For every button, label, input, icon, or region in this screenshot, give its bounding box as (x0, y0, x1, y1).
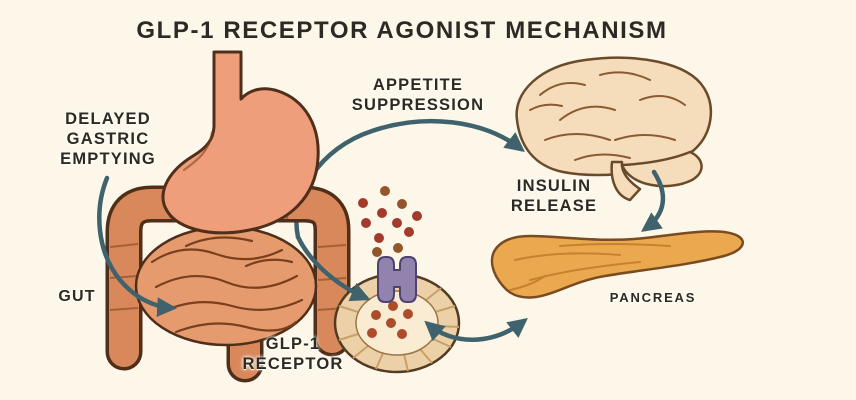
label-pancreas: PANCREAS (609, 290, 697, 305)
cell-circle (333, 272, 461, 374)
pancreas-illustration (490, 230, 744, 299)
arrow-arc-into-receptor (295, 234, 371, 302)
page-title: GLP-1 RECEPTOR AGONIST MECHANISM (136, 17, 668, 44)
glp1-molecule-dots-inside (367, 301, 413, 339)
arrow-brain-to-pancreas (640, 169, 666, 232)
glp1-molecule-dots (358, 186, 422, 257)
label-line: RELEASE (510, 197, 598, 215)
label-line: INSULIN (516, 177, 592, 195)
label-line: APPETITE (372, 76, 464, 94)
label-insulin-release: INSULIN RELEASE (511, 176, 597, 216)
label-line: EMPTYING (60, 150, 156, 168)
intestines-illustration (105, 185, 351, 383)
arrow-delayed-gastric-emptying (97, 175, 177, 318)
label-line: SUPPRESSION (351, 96, 485, 114)
label-appetite-suppression: APPETITE SUPPRESSION (352, 75, 484, 115)
label-glp1-receptor: GLP-1 RECEPTOR (243, 334, 344, 374)
label-line: RECEPTOR (242, 355, 344, 373)
arrow-receptor-to-pancreas (424, 317, 528, 342)
label-line: GLP-1 (265, 335, 321, 353)
label-line: DELAYED (65, 110, 151, 128)
brain-illustration (515, 56, 712, 202)
stomach-illustration (161, 50, 320, 235)
label-delayed-gastric-emptying: DELAYED GASTRIC EMPTYING (60, 109, 156, 169)
label-gut: GUT (58, 288, 96, 305)
label-line: GASTRIC (66, 130, 150, 148)
glp1-receptor-icon (377, 256, 417, 303)
